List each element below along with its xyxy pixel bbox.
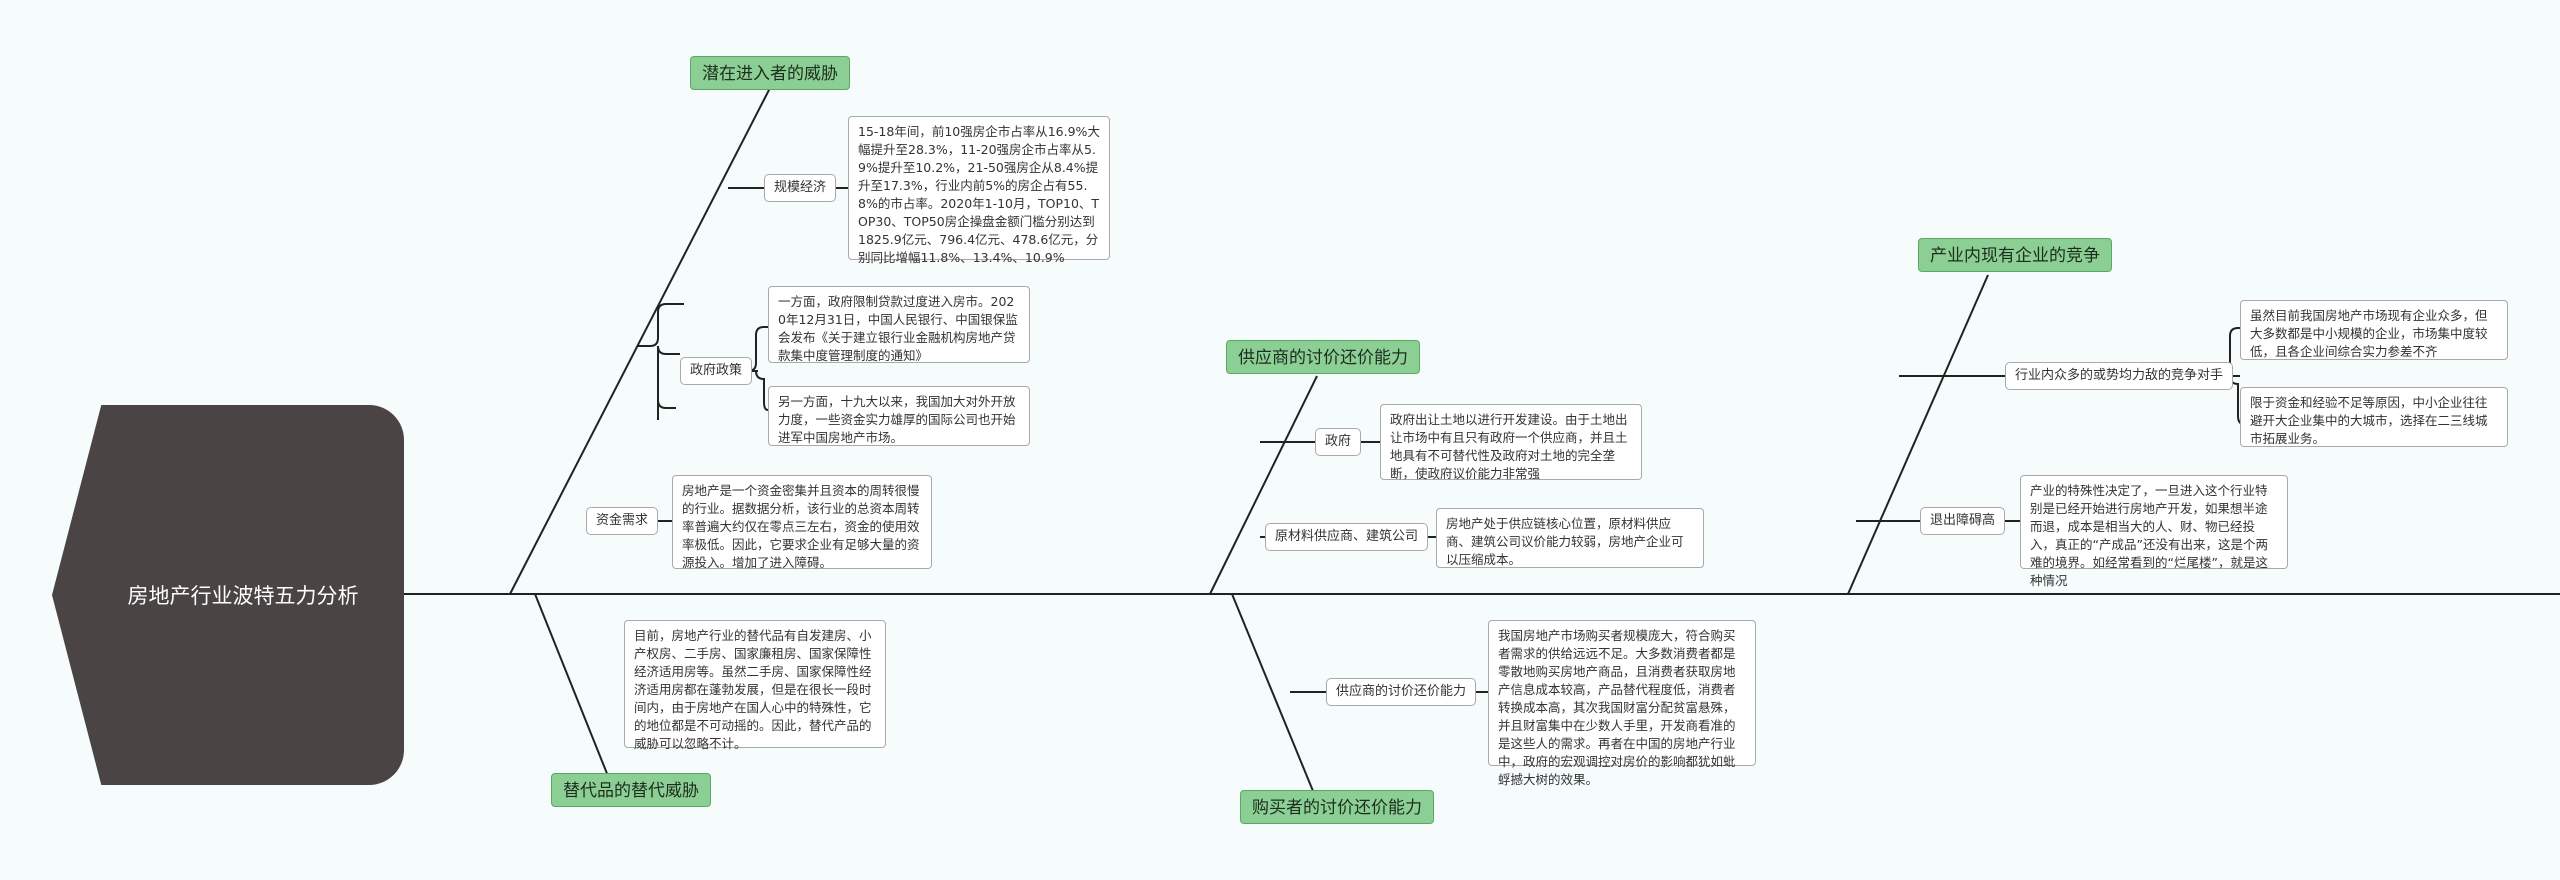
sub-capital-requirement[interactable]: 资金需求 <box>586 507 659 535</box>
sub-competitors[interactable]: 行业内众多的或势均力敌的竞争对手 <box>2005 362 2234 390</box>
desc-exit-barrier: 产业的特殊性决定了，一旦进入这个行业特别是已经开始进行房地产开发，如果想半途而退… <box>2020 475 2288 588</box>
desc-substitutes: 目前，房地产行业的替代品有自发建房、小产权房、二手房、国家廉租房、国家保障性经济… <box>624 620 886 751</box>
desc-economies-of-scale: 15-18年间，前10强房企市占率从16.9%大幅提升至28.3%，11-20强… <box>848 116 1110 265</box>
desc-capital-requirement: 房地产是一个资金密集并且资本的周转很慢的行业。据数据分析，该行业的总资本周转率普… <box>672 475 932 570</box>
desc-raw-material: 房地产处于供应链核心位置，原材料供应商、建筑公司议价能力较弱，房地产企业可以压缩… <box>1436 508 1704 568</box>
category-buyers[interactable]: 购买者的讨价还价能力 <box>1240 790 1434 824</box>
sub-raw-material[interactable]: 原材料供应商、建筑公司 <box>1265 523 1429 551</box>
sub-government[interactable]: 政府 <box>1315 428 1362 456</box>
bone-suppliers <box>1209 375 1318 595</box>
bone-buyers <box>1231 593 1321 809</box>
desc-competitors-2: 限于资金和经验不足等原因，中小企业往往避开大企业集中的大城市，选择在二三线城市拓… <box>2240 387 2508 447</box>
bone-rivalry <box>1847 274 1989 595</box>
category-potential-entrants[interactable]: 潜在进入者的威胁 <box>690 56 850 90</box>
sub-government-policy[interactable]: 政府政策 <box>680 357 753 385</box>
category-rivalry[interactable]: 产业内现有企业的竞争 <box>1918 238 2112 272</box>
sub-buyers-bargaining[interactable]: 供应商的讨价还价能力 <box>1326 678 1477 706</box>
desc-government: 政府出让土地以进行开发建设。由于土地出让市场中有且只有政府一个供应商，并且土地具… <box>1380 404 1642 481</box>
desc-competitors-1: 虽然目前我国房地产市场现有企业众多，但大多数都是中小规模的企业，市场集中度较低，… <box>2240 300 2508 360</box>
root-title[interactable]: 房地产行业波特五力分析 <box>127 584 359 608</box>
sub-exit-barrier[interactable]: 退出障碍高 <box>1920 507 2006 535</box>
fish-head <box>52 405 404 785</box>
desc-buyers: 我国房地产市场购买者规模庞大，符合购买者需求的供给远远不足。大多数消费者都是零散… <box>1488 620 1756 787</box>
category-substitutes[interactable]: 替代品的替代威胁 <box>551 773 711 807</box>
desc-government-policy-2: 另一方面，十九大以来，我国加大对外开放力度，一些资金实力雄厚的国际公司也开始进军… <box>768 386 1030 446</box>
bone-substitutes <box>534 593 613 787</box>
sub-economies-of-scale[interactable]: 规模经济 <box>764 174 837 202</box>
bone-potential-entrants <box>509 87 771 595</box>
desc-government-policy-1: 一方面，政府限制贷款过度进入房市。2020年12月31日，中国人民银行、中国银保… <box>768 286 1030 363</box>
category-suppliers[interactable]: 供应商的讨价还价能力 <box>1226 340 1420 374</box>
